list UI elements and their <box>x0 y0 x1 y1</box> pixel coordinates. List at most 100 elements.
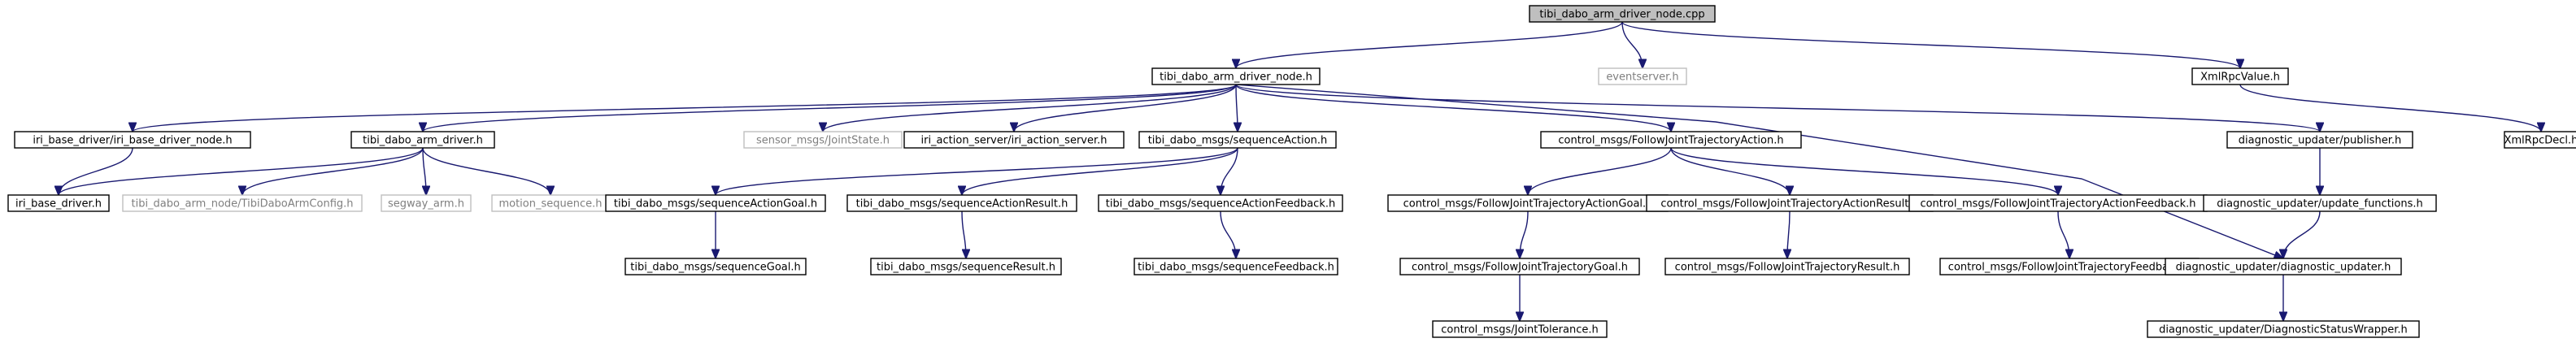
node-iri-base-driver[interactable]: iri_base_driver.h <box>7 194 110 212</box>
node-fjt-action-result[interactable]: control_msgs/FollowJointTrajectoryAction… <box>1646 194 1934 212</box>
node-box <box>743 131 903 149</box>
node-label: sensor_msgs/JointState.h <box>756 135 890 147</box>
node-fjt-feedback[interactable]: control_msgs/FollowJointTrajectoryFeedba… <box>1939 258 2200 275</box>
node-label: tibi_dabo_arm_driver.h <box>363 135 483 147</box>
edge-root-to-arm_node_h <box>1236 21 1623 68</box>
node-label: control_msgs/FollowJointTrajectoryAction… <box>1920 198 2195 210</box>
node-box <box>14 131 251 149</box>
node-fjt-action-feedback[interactable]: control_msgs/FollowJointTrajectoryAction… <box>1908 194 2208 212</box>
edge-seq_action_result-to-seq_result <box>961 210 966 258</box>
node-seq-action-goal[interactable]: tibi_dabo_msgs/sequenceActionGoal.h <box>605 194 826 212</box>
edge-fjt_action_result-to-fjt_result <box>1787 210 1790 258</box>
edge-arm_driver_h-to-arm_config <box>242 147 424 195</box>
edge-seq_action-to-seq_action_result <box>962 147 1238 195</box>
node-diag-update-functions[interactable]: diagnostic_updater/update_functions.h <box>2203 194 2437 212</box>
node-label: XmlRpcDecl.h <box>2504 135 2576 147</box>
node-label: control_msgs/FollowJointTrajectoryFeedba… <box>1948 262 2191 274</box>
node-label: tibi_dabo_msgs/sequenceActionGoal.h <box>614 198 817 210</box>
node-label: tibi_dabo_msgs/sequenceActionFeedback.h <box>1106 198 1335 210</box>
node-seq-feedback[interactable]: tibi_dabo_msgs/sequenceFeedback.h <box>1134 258 1338 275</box>
node-arm-config: tibi_dabo_arm_node/TibiDaboArmConfig.h <box>122 194 363 212</box>
edge-arm_driver_h-to-iri_base_driver <box>59 147 424 195</box>
node-diag-status-wrapper[interactable]: diagnostic_updater/DiagnosticStatusWrapp… <box>2147 320 2420 338</box>
node-box <box>2504 131 2576 149</box>
node-label: tibi_dabo_arm_driver_node.h <box>1160 72 1312 84</box>
node-fjt-goal[interactable]: control_msgs/FollowJointTrajectoryGoal.h <box>1399 258 1640 275</box>
node-box <box>2226 131 2413 149</box>
node-iri-base-node[interactable]: iri_base_driver/iri_base_driver_node.h <box>14 131 251 149</box>
edge-seq_action-to-seq_action_feedback <box>1221 147 1238 195</box>
node-label: control_msgs/FollowJointTrajectoryAction… <box>1660 198 1918 210</box>
edge-fjt_action_goal-to-fjt_goal <box>1520 210 1529 258</box>
node-eventserver: eventserver.h <box>1598 67 1687 85</box>
node-box <box>350 131 495 149</box>
node-label: control_msgs/FollowJointTrajectoryAction… <box>1558 135 1783 147</box>
node-fjt-result[interactable]: control_msgs/FollowJointTrajectoryResult… <box>1664 258 1910 275</box>
node-fjt-action[interactable]: control_msgs/FollowJointTrajectoryAction… <box>1540 131 1802 149</box>
edge-diag_update_functions-to-diag_updater <box>2283 210 2321 258</box>
node-label: iri_base_driver.h <box>15 198 102 210</box>
node-seq-action-result[interactable]: tibi_dabo_msgs/sequenceActionResult.h <box>846 194 1077 212</box>
node-arm-driver-h[interactable]: tibi_dabo_arm_driver.h <box>350 131 495 149</box>
edge-arm_node_h-to-iri_base_node <box>133 84 1237 132</box>
node-box <box>1598 67 1687 85</box>
edge-seq_action-to-seq_action_goal <box>716 147 1238 196</box>
edge-arm_node_h-to-diag_updater <box>1235 84 2283 258</box>
node-box <box>122 194 363 212</box>
node-box <box>7 194 110 212</box>
edge-xmlrpcvalue-to-xmlrpcdecl <box>2239 84 2541 132</box>
node-diag-updater[interactable]: diagnostic_updater/diagnostic_updater.h <box>2165 258 2402 275</box>
node-label: tibi_dabo_arm_driver_node.cpp <box>1539 9 1704 21</box>
node-root[interactable]: tibi_dabo_arm_driver_node.cpp <box>1529 5 1716 23</box>
edge-fjt_action-to-fjt_action_feedback <box>1670 147 2058 195</box>
node-seq-action-feedback[interactable]: tibi_dabo_msgs/sequenceActionFeedback.h <box>1098 194 1343 212</box>
node-label: motion_sequence.h <box>498 198 602 210</box>
node-box <box>1134 258 1338 275</box>
node-label: control_msgs/FollowJointTrajectoryGoal.h <box>1412 262 1628 274</box>
node-label: eventserver.h <box>1606 72 1678 84</box>
edge-seq_action_feedback-to-seq_feedback <box>1220 210 1236 258</box>
edge-fjt_action_feedback-to-fjt_feedback <box>2057 210 2069 258</box>
node-label: control_msgs/JointTolerance.h <box>1441 324 1599 336</box>
edge-arm_driver_h-to-segway_arm <box>423 147 426 195</box>
node-box <box>903 131 1125 149</box>
node-label: segway_arm.h <box>388 198 464 210</box>
node-label: diagnostic_updater/update_functions.h <box>2217 198 2423 210</box>
node-seq-action[interactable]: tibi_dabo_msgs/sequenceAction.h <box>1138 131 1337 149</box>
edge-root-to-eventserver <box>1621 21 1643 68</box>
node-label: iri_action_server/iri_action_server.h <box>920 135 1107 147</box>
node-label: control_msgs/FollowJointTrajectoryAction… <box>1403 198 1653 210</box>
node-label: iri_base_driver/iri_base_driver_node.h <box>33 135 232 147</box>
node-box <box>1432 320 1608 338</box>
node-segway-arm: segway_arm.h <box>381 194 472 212</box>
node-box <box>381 194 472 212</box>
node-box <box>1151 67 1321 85</box>
node-box <box>1098 194 1343 212</box>
node-diag-publisher[interactable]: diagnostic_updater/publisher.h <box>2226 131 2413 149</box>
node-label: tibi_dabo_msgs/sequenceActionResult.h <box>856 198 1068 210</box>
node-xmlrpcdecl[interactable]: XmlRpcDecl.h <box>2504 131 2576 149</box>
node-box <box>1664 258 1910 275</box>
edge-arm_node_h-to-seq_action <box>1236 84 1238 132</box>
edge-arm_node_h-to-diag_publisher <box>1235 84 2320 132</box>
edge-root-to-xmlrpcvalue <box>1621 21 2240 68</box>
edge-fjt_action-to-fjt_action_goal <box>1528 147 1672 195</box>
node-label: tibi_dabo_arm_node/TibiDaboArmConfig.h <box>131 198 353 210</box>
node-label: tibi_dabo_msgs/sequenceFeedback.h <box>1138 262 1334 274</box>
node-label: tibi_dabo_msgs/sequenceResult.h <box>877 262 1055 274</box>
node-box <box>1529 5 1716 23</box>
node-box <box>870 258 1062 275</box>
node-motion-sequence: motion_sequence.h <box>491 194 610 212</box>
node-label: diagnostic_updater/publisher.h <box>2239 135 2401 147</box>
node-arm-node-h[interactable]: tibi_dabo_arm_driver_node.h <box>1151 67 1321 85</box>
node-iri-action-server[interactable]: iri_action_server/iri_action_server.h <box>903 131 1125 149</box>
node-seq-goal[interactable]: tibi_dabo_msgs/sequenceGoal.h <box>624 258 807 275</box>
node-seq-result[interactable]: tibi_dabo_msgs/sequenceResult.h <box>870 258 1062 275</box>
node-label: diagnostic_updater/DiagnosticStatusWrapp… <box>2159 324 2408 336</box>
node-box <box>846 194 1077 212</box>
node-box <box>1540 131 1802 149</box>
node-joint-tolerance[interactable]: control_msgs/JointTolerance.h <box>1432 320 1608 338</box>
node-xmlrpcvalue[interactable]: XmlRpcValue.h <box>2191 67 2289 85</box>
node-fjt-action-goal[interactable]: control_msgs/FollowJointTrajectoryAction… <box>1387 194 1669 212</box>
